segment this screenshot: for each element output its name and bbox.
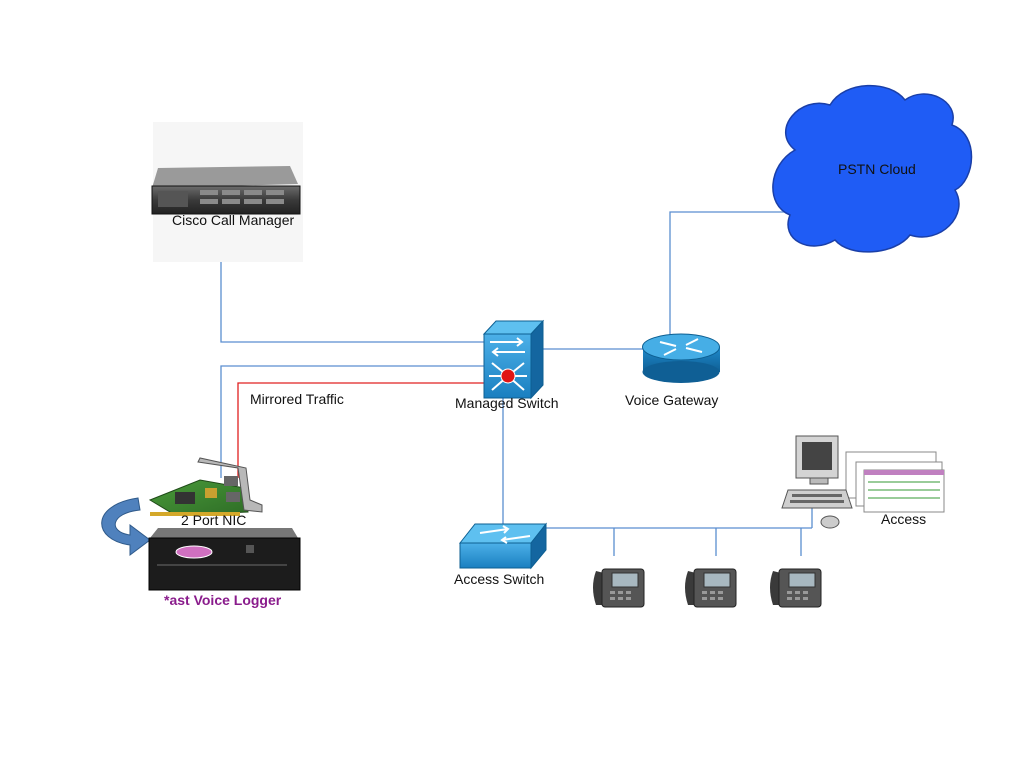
call-manager-label: Cisco Call Manager (172, 212, 295, 228)
links (220, 211, 813, 556)
layer3-switch-icon (482, 319, 545, 400)
mirrored-traffic-label: Mirrored Traffic (250, 391, 344, 407)
ip-phone-icon (685, 568, 737, 608)
cloud-icon (772, 84, 973, 253)
rack-server-icon (151, 122, 303, 262)
access-label: Access (881, 511, 927, 527)
curved-arrow-icon (101, 497, 151, 556)
nic-label: 2 Port NIC (181, 512, 247, 528)
rack-server-icon (148, 528, 301, 591)
network-card-icon (148, 457, 263, 516)
workstation-icon (781, 435, 945, 529)
report-screenshots (845, 451, 945, 513)
pstn-cloud-label: PSTN Cloud (838, 161, 916, 177)
voice-logger-label: *ast Voice Logger (164, 592, 282, 608)
ip-phone-icon (770, 568, 822, 608)
link-mirrored-traffic (237, 382, 484, 478)
link-gateway-pstn (669, 211, 790, 338)
switch-icon (458, 522, 548, 570)
voice-gateway-label: Voice Gateway (625, 392, 719, 408)
ip-phone-icon (593, 568, 645, 608)
link-callmanager-switch (220, 230, 484, 343)
access-switch-label: Access Switch (454, 571, 545, 587)
link-nic-switch (220, 365, 484, 478)
managed-switch-label: Managed Switch (455, 395, 559, 411)
router-icon (642, 333, 720, 383)
